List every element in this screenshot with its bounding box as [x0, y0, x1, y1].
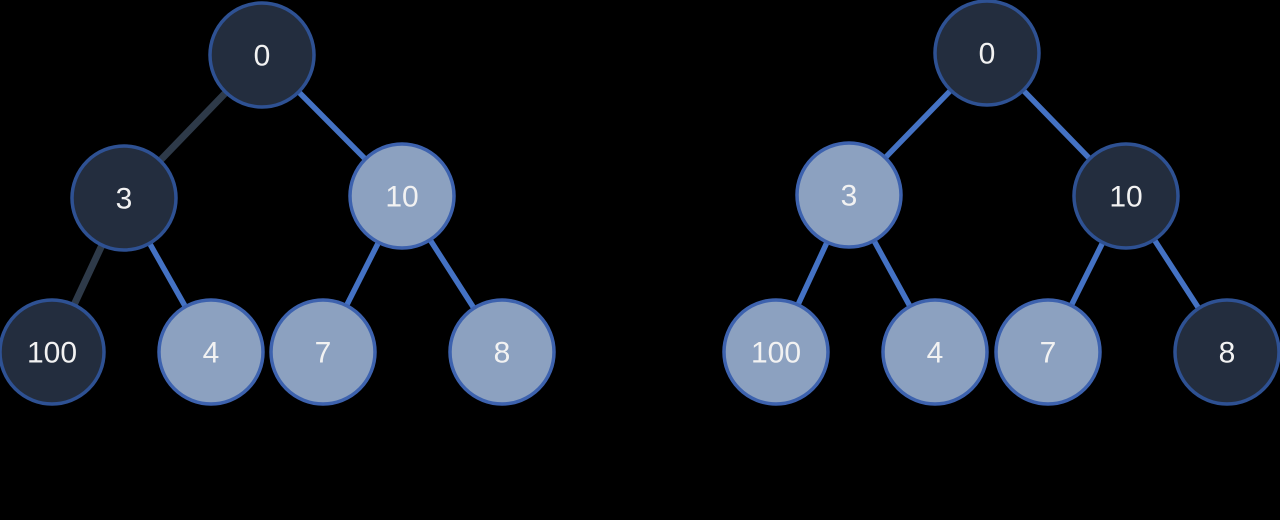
right-tree-node-8: [1173, 298, 1280, 406]
right-tree-node-100: [722, 298, 830, 406]
left-tree-node-10: [348, 142, 456, 250]
left-tree-node-8: [448, 298, 556, 406]
right-tree-node-0: [933, 0, 1041, 107]
left-tree-node-label-0: 0: [254, 40, 271, 73]
left-tree-node-100: [0, 298, 106, 406]
left-tree-node-3: [70, 144, 178, 252]
right-tree-node-4: [881, 298, 989, 406]
left-tree-node-label-4: 4: [203, 337, 220, 370]
left-tree-node-label-7: 7: [315, 337, 332, 370]
left-tree-node-0: [208, 1, 316, 109]
right-tree-node-label-4: 4: [927, 337, 944, 370]
right-tree-node-label-8: 8: [1219, 337, 1236, 370]
right-tree-node-label-7: 7: [1040, 337, 1057, 370]
right-tree-node-7: [994, 298, 1102, 406]
right-tree-node-label-10: 10: [1109, 181, 1142, 214]
right-tree-node-label-0: 0: [979, 38, 996, 71]
right-tree-node-3: [795, 141, 903, 249]
left-tree-node-7: [269, 298, 377, 406]
right-tree-node-label-3: 3: [841, 180, 858, 213]
right-tree: 0 3 10 100 4 7 8: [722, 0, 1280, 406]
right-tree-node-label-100: 100: [751, 337, 801, 370]
right-tree-node-10: [1072, 142, 1180, 250]
left-tree-node-label-10: 10: [385, 181, 418, 214]
left-tree-node-label-3: 3: [116, 183, 133, 216]
left-tree-node-label-8: 8: [494, 337, 511, 370]
left-tree-node-4: [157, 298, 265, 406]
left-tree: 0 3 10 100 4 7 8: [0, 1, 556, 406]
left-tree-node-label-100: 100: [27, 337, 77, 370]
